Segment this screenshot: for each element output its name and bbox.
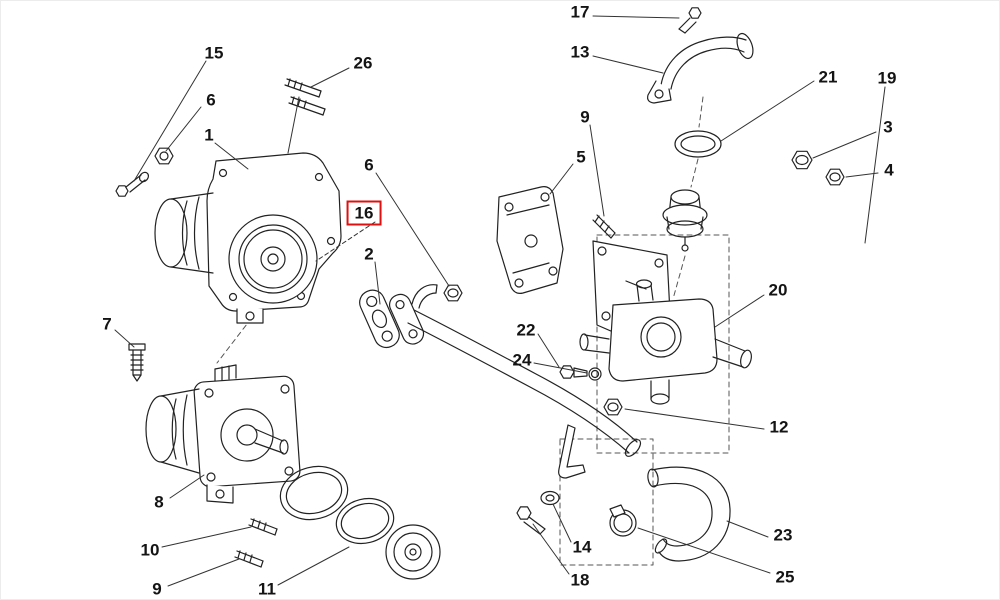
part-callout-17: 17 bbox=[570, 2, 590, 22]
seal-ring-drawing bbox=[674, 130, 722, 158]
coolant-pipe-drawing bbox=[388, 284, 642, 479]
washer-drawing bbox=[540, 490, 560, 506]
part-callout-25: 25 bbox=[775, 567, 795, 587]
part-callout-18: 18 bbox=[570, 570, 590, 590]
part-callout-21: 21 bbox=[818, 67, 838, 87]
part-callout-9-bottom: 9 bbox=[152, 579, 162, 599]
hose-clamp-drawing bbox=[609, 504, 637, 537]
nuts-drawing bbox=[154, 147, 845, 302]
part-callout-15: 15 bbox=[204, 43, 224, 63]
part-callout-5: 5 bbox=[576, 147, 586, 167]
part-callout-23: 23 bbox=[773, 525, 793, 545]
heat-shield-bracket-drawing bbox=[496, 186, 564, 294]
hose-drawing bbox=[647, 466, 731, 562]
part-callout-7: 7 bbox=[102, 314, 112, 334]
part-callout-1: 1 bbox=[204, 125, 214, 145]
drain-plug-drawing bbox=[603, 398, 623, 416]
part-callout-26: 26 bbox=[353, 53, 373, 73]
leader-lines bbox=[114, 15, 886, 587]
part-callout-6-mid: 6 bbox=[364, 155, 374, 175]
sensor-oring-drawing bbox=[588, 367, 602, 381]
part-callout-9-top: 9 bbox=[580, 107, 590, 127]
part-callout-2: 2 bbox=[364, 244, 374, 264]
part-callout-22: 22 bbox=[516, 320, 536, 340]
part-callout-11: 11 bbox=[258, 579, 276, 599]
gasket-drawing bbox=[359, 289, 400, 349]
part-callout-16-highlighted: 16 bbox=[346, 200, 382, 226]
outlet-elbow-drawing bbox=[647, 32, 754, 104]
bolts-and-studs-drawing bbox=[115, 78, 616, 568]
part-callout-12: 12 bbox=[769, 417, 789, 437]
part-callout-10: 10 bbox=[140, 540, 160, 560]
part-callout-3: 3 bbox=[883, 117, 893, 137]
part-callout-19: 19 bbox=[877, 68, 897, 88]
water-pump-drawing bbox=[154, 152, 342, 324]
part-callout-14: 14 bbox=[572, 537, 592, 557]
part-callout-13: 13 bbox=[570, 42, 590, 62]
water-pump-variant-drawing bbox=[145, 364, 301, 504]
seal-rings-and-pulley-drawing bbox=[279, 465, 441, 580]
part-callout-8: 8 bbox=[154, 492, 164, 512]
part-callout-6-top: 6 bbox=[206, 90, 216, 110]
part-callout-24: 24 bbox=[512, 350, 532, 370]
part-callout-4: 4 bbox=[884, 160, 894, 180]
elbow-bolt-drawing bbox=[678, 7, 702, 34]
thermostat-housing-drawing bbox=[579, 279, 752, 405]
thermostat-drawing bbox=[662, 189, 708, 252]
part-callout-20: 20 bbox=[768, 280, 788, 300]
